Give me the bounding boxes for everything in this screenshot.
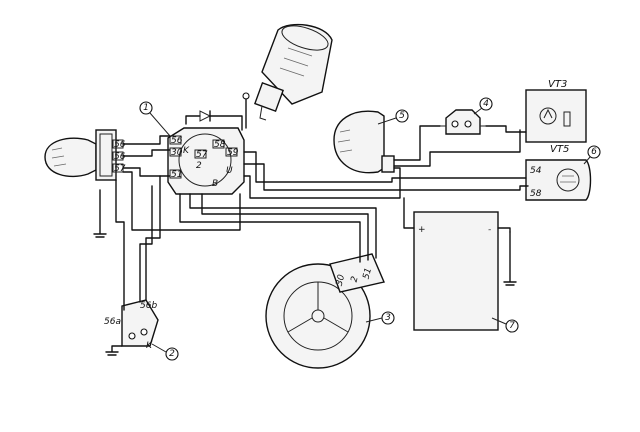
generator-terminal-30: 30: [335, 273, 348, 287]
generator: 30 2 51: [265, 253, 385, 369]
dimmer-terminal-56a: 56a: [104, 317, 121, 327]
battery-minus: -: [488, 225, 491, 235]
callout-7: 7: [491, 317, 519, 333]
callout-6: 6: [583, 145, 601, 165]
vt5-terminal-54: 54: [530, 166, 542, 176]
dimmer-switch: 56a 56b K: [104, 299, 159, 351]
vt3-panel: VT3: [525, 79, 587, 143]
generator-terminal-2: 2: [350, 275, 361, 283]
headlamp-terminal-c: 57: [114, 164, 126, 174]
callout-4: 4: [473, 97, 493, 115]
callout-1: 1: [139, 101, 171, 137]
svg-text:7: 7: [509, 321, 515, 331]
instrument-lamp: [242, 23, 333, 121]
battery: + -: [413, 211, 499, 331]
horn: [333, 110, 395, 174]
battery-plus: +: [418, 225, 426, 235]
wiring-harness: [115, 98, 529, 311]
switch-terminal-56: 56: [171, 136, 183, 146]
ground-symbols: [93, 189, 517, 356]
switch-terminal-59: 59: [227, 148, 239, 158]
callout-3: 3: [365, 311, 395, 325]
vt5-taillamp: VT5 54 58: [525, 144, 592, 201]
switch-terminal-58: 58: [214, 140, 226, 150]
switch-terminal-b: B: [212, 179, 218, 189]
regulator: [440, 109, 486, 135]
dimmer-terminal-56b: 56b: [140, 301, 157, 311]
vt5-title: VT5: [550, 144, 569, 155]
switch-terminal-51: 51: [171, 170, 182, 180]
callout-2: 2: [151, 343, 179, 361]
switch-block: 56 K 30 58 57 59 2 51 B U: [167, 110, 245, 195]
svg-text:1: 1: [143, 103, 149, 113]
headlamp-terminal-a: 56: [114, 140, 126, 150]
switch-terminal-30: 30: [171, 148, 183, 158]
switch-terminal-2: 2: [196, 161, 202, 171]
switch-terminal-u: U: [226, 166, 233, 176]
vt3-title: VT3: [548, 79, 567, 90]
svg-text:5: 5: [399, 111, 405, 121]
svg-text:2: 2: [169, 349, 175, 359]
callouts: 1 2 3 4 5 6 7: [139, 97, 601, 361]
svg-text:6: 6: [591, 147, 597, 157]
switch-terminal-57: 57: [196, 150, 208, 160]
headlamp-terminal-b: 56: [114, 152, 126, 162]
vt5-terminal-58: 58: [530, 189, 542, 199]
headlamp-terminals: 56 56 57: [112, 139, 126, 174]
svg-text:4: 4: [483, 99, 489, 109]
switch-terminal-k: K: [183, 146, 190, 156]
callout-5: 5: [377, 109, 409, 125]
headlamp: [44, 129, 117, 181]
dimmer-terminal-k: K: [146, 341, 153, 351]
svg-text:3: 3: [385, 313, 391, 323]
generator-terminal-51: 51: [362, 267, 374, 281]
